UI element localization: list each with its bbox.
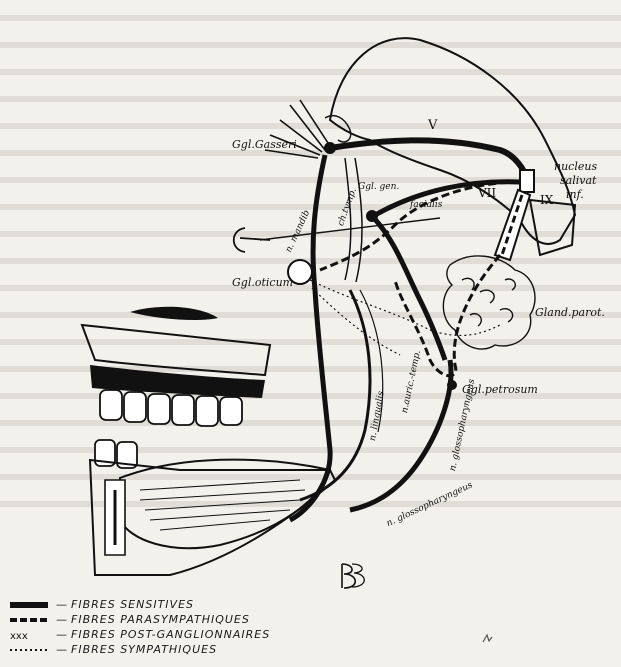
ggl-gasseri-node <box>324 142 336 154</box>
legend-separator: — <box>56 628 67 641</box>
stray-ink-mark <box>480 632 494 646</box>
trigeminal-root-loop <box>325 116 351 142</box>
legend-swatch-thick <box>8 599 52 611</box>
label-nerve-vii: VII <box>478 186 496 200</box>
legend-separator: — <box>56 598 67 611</box>
post-ganglionic-path-2 <box>312 288 400 355</box>
legend-separator: — <box>56 613 67 626</box>
label-facialis: facialis <box>410 200 442 210</box>
svg-text:xxx: xxx <box>10 631 28 641</box>
legend-separator: — <box>56 643 67 656</box>
signature-monogram <box>338 560 372 592</box>
legend-swatch-dashed <box>8 614 52 626</box>
legend-item-post-ganglionnaires: xxx — FIBRES POST-GANGLIONNAIRES <box>8 627 338 642</box>
label-ggl-gasseri: Ggl.Gasseri <box>232 138 297 151</box>
nerve-v-fiber <box>330 140 527 180</box>
ix-column <box>495 190 530 260</box>
label-inf: inf. <box>566 188 584 201</box>
lingual-nerve <box>300 290 370 500</box>
label-nerve-ix: IX <box>540 193 553 207</box>
legend-swatch-xxx: xxx <box>8 629 52 641</box>
nucleus-salivatorius-box <box>520 170 534 192</box>
ggl-petrosum-node <box>447 380 457 390</box>
facial-descending <box>372 216 445 360</box>
legend-item-parasympathiques: — FIBRES PARASYMPATHIQUES <box>8 612 338 627</box>
legend-item-sensitives: — FIBRES SENSITIVES <box>8 597 338 612</box>
legend-text: FIBRES PARASYMPATHIQUES <box>71 613 250 626</box>
legend-swatch-dotted <box>8 644 52 656</box>
legend-text: FIBRES SENSITIVES <box>71 598 194 611</box>
label-nerve-v: V <box>428 118 437 133</box>
label-ggl-gen: Ggl. gen. <box>358 182 399 192</box>
label-salivat: salivat <box>560 174 596 187</box>
chorda-tympani-2 <box>355 158 362 282</box>
nose-hatch <box>130 307 218 320</box>
legend-text: FIBRES POST-GANGLIONNAIRES <box>71 628 270 641</box>
legend: — FIBRES SENSITIVES — FIBRES PARASYMPATH… <box>8 597 338 657</box>
label-nucleus: nucleus <box>554 160 597 173</box>
legend-text: FIBRES SYMPATHIQUES <box>71 643 217 656</box>
label-ggl-oticum: Ggl.oticum <box>232 276 293 289</box>
tongue <box>120 460 330 549</box>
legend-item-sympathiques: — FIBRES SYMPATHIQUES <box>8 642 338 657</box>
label-gland-parot: Gland.parot. <box>535 306 605 319</box>
